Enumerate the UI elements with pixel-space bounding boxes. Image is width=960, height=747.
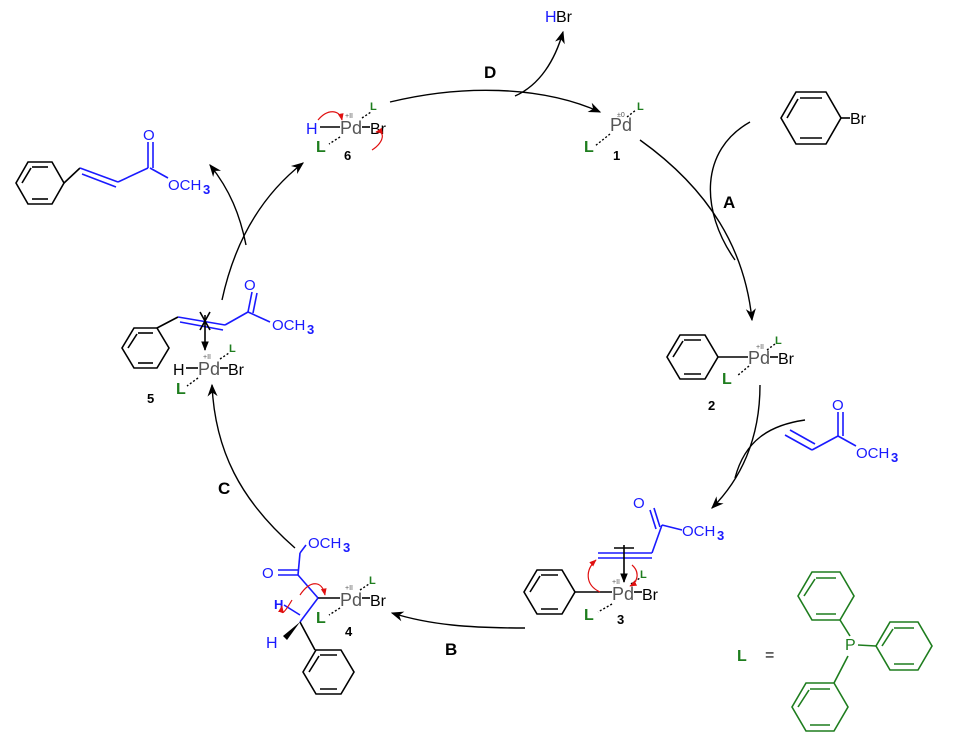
arrow-3-to-4 [390,611,526,629]
phosphorus-atom: P [845,637,856,654]
arrow-6-to-1 [389,89,602,113]
ester-methoxy: OCH [682,523,715,540]
oxidation-state: +II [345,585,353,592]
pd-atom: Pd [198,359,220,379]
arrow-2-to-3 [711,384,761,509]
ligand-l: L [722,371,732,388]
br-atom: Br [370,593,387,610]
oxidation-state: +II [345,113,353,120]
ligand-l: L [637,101,644,113]
step-label-d: D [484,63,496,82]
ligand-l: L [584,139,594,156]
subscript-three: 3 [717,528,724,543]
compound-number-3: 3 [617,612,624,627]
subscript-three: 3 [343,540,350,555]
ligand-l: L [176,381,186,398]
br-atom: Br [778,351,795,368]
arrow-1-to-2 [639,139,756,322]
compound-5: O OCH 3 H Pd +II Br L L 5 [121,277,314,406]
bromobenzene: Br [780,91,867,145]
ligand-l: L [229,343,236,355]
compound-1-pd0: Pd ±0 L L 1 [584,101,644,163]
oxygen-atom: O [633,495,645,512]
pd-atom: Pd [612,584,634,604]
hbr-h: H [545,9,557,26]
arrow-acrylate-in [734,419,806,479]
methyl-acrylate: O OCH 3 [784,397,898,465]
ligand-legend: L = P [737,571,933,732]
br-atom: Br [850,111,867,128]
wedge-bond [283,622,300,640]
ligand-l: L [316,139,326,156]
ester-methoxy: OCH [308,535,341,552]
compound-6: H Pd +II Br L L 6 [306,101,387,163]
compound-3: Pd +II Br L L O OCH 3 3 [523,495,724,627]
hydrogen-atom: H [266,635,278,652]
oxidation-state: +II [612,579,620,586]
step-label-a: A [723,193,735,212]
ligand-l: L [369,575,376,587]
compound-number-5: 5 [147,391,154,406]
hydrogen-atom: H [306,121,318,138]
hydrogen-atom: H [274,597,283,612]
subscript-three: 3 [307,322,314,337]
arrow-5-to-cinnamate [209,164,247,246]
br-atom: Br [228,362,245,379]
ester-methoxy: OCH [856,445,889,462]
ester-methoxy: OCH [168,177,201,194]
compound-number-6: 6 [344,148,351,163]
ligand-l: L [775,335,782,347]
hydrogen-atom: H [173,362,185,379]
oxygen-atom: O [143,127,155,144]
pd-atom: Pd [340,590,362,610]
br-atom: Br [370,121,387,138]
oxidation-state: ±0 [617,112,625,119]
pd-atom: Pd [340,118,362,138]
step-label-c: C [218,479,230,498]
hbr-br: Br [556,9,573,26]
arrow-4-to-5 [207,383,296,549]
compound-number-2: 2 [708,398,715,413]
subscript-three: 3 [891,450,898,465]
oxygen-atom: O [244,277,256,294]
oxidation-state: +II [756,344,764,351]
compound-4: OCH 3 O Pd +II Br L L H H 4 [262,535,387,695]
compound-number-4: 4 [345,624,353,639]
ligand-l: L [370,101,377,113]
br-atom: Br [642,587,659,604]
compound-number-1: 1 [613,148,620,163]
oxidation-state: +II [203,354,211,361]
hbr-product: H Br [545,9,573,26]
ligand-l: L [584,607,594,624]
step-label-b: B [445,640,457,659]
pd-atom: Pd [610,115,632,135]
arrow-hbr-out [514,30,565,97]
compound-2: Pd +II Br L L 2 [666,334,795,413]
ligand-l: L [737,648,747,665]
arrow-aryl-bromide-in [709,121,751,261]
oxygen-atom: O [832,397,844,414]
oxygen-atom: O [262,565,274,582]
ester-methoxy: OCH [272,317,305,334]
ligand-l: L [640,569,647,581]
arrow-5-to-6 [221,162,304,301]
subscript-three: 3 [203,182,210,197]
pd-atom: Pd [748,348,770,368]
methyl-cinnamate-product: O OCH 3 [15,127,210,205]
ligand-l: L [316,610,326,627]
equals-sign: = [765,647,774,664]
